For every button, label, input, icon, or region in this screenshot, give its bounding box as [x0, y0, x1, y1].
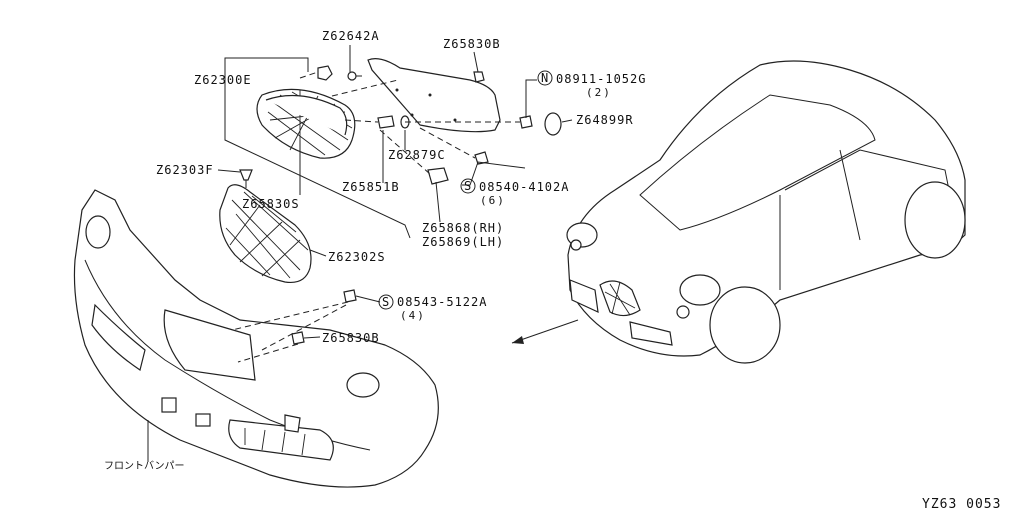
label-z65830s: Z65830S — [242, 197, 300, 211]
label-s08543: 08543-5122A — [397, 295, 487, 309]
label-z64899r: Z64899R — [576, 113, 634, 127]
s-symbol-circle-1 — [460, 178, 476, 194]
leader-z62302s — [309, 249, 327, 257]
small-fasteners — [377, 71, 562, 185]
label-z65869: Z65869(LH) — [422, 235, 504, 249]
label-z62642a: Z62642A — [322, 29, 380, 43]
upper-leader-lines — [224, 45, 573, 239]
direction-arrow — [511, 319, 579, 344]
upper-grille-part — [256, 88, 356, 159]
label-s08540-qty: (6) — [480, 194, 506, 207]
label-z65868: Z65868(RH) — [422, 221, 504, 235]
label-n-symbol: N — [541, 71, 549, 85]
bumper-fasteners — [147, 289, 381, 462]
label-n08911: 08911-1052G — [556, 72, 646, 86]
upper-assembly-lines — [299, 71, 520, 175]
label-z65830b-top: Z65830B — [443, 37, 501, 51]
diagram-code: YZ63 0053 — [922, 497, 1001, 512]
label-z65851b: Z65851B — [342, 180, 400, 194]
n-symbol-circle — [537, 70, 553, 86]
callout-labels: Z62642A Z65830B Z62300E N 08911-1052G (2… — [104, 29, 1001, 512]
label-z62300e: Z62300E — [194, 73, 252, 87]
label-z62302s: Z62302S — [328, 250, 386, 264]
car-illustration — [566, 60, 966, 364]
s-symbol-circle-2 — [378, 294, 394, 310]
clip-z62642a-part — [317, 65, 362, 81]
leader-z62303f — [217, 169, 241, 173]
label-front-bumper: フロントバンパー — [104, 460, 185, 472]
front-bumper-part — [73, 189, 439, 488]
label-s08543-qty: (4) — [400, 309, 426, 322]
label-z62303f: Z62303F — [156, 163, 214, 177]
upper-panel-part — [367, 58, 501, 133]
label-s08540: 08540-4102A — [479, 180, 569, 194]
label-s-symbol-2: S — [382, 295, 390, 309]
label-n08911-qty: (2) — [586, 86, 612, 99]
lower-grille-part — [219, 169, 312, 284]
label-z65830b-bottom: Z65830B — [322, 331, 380, 345]
label-z62879c: Z62879C — [388, 148, 446, 162]
label-s-symbol-1: S — [464, 179, 472, 193]
